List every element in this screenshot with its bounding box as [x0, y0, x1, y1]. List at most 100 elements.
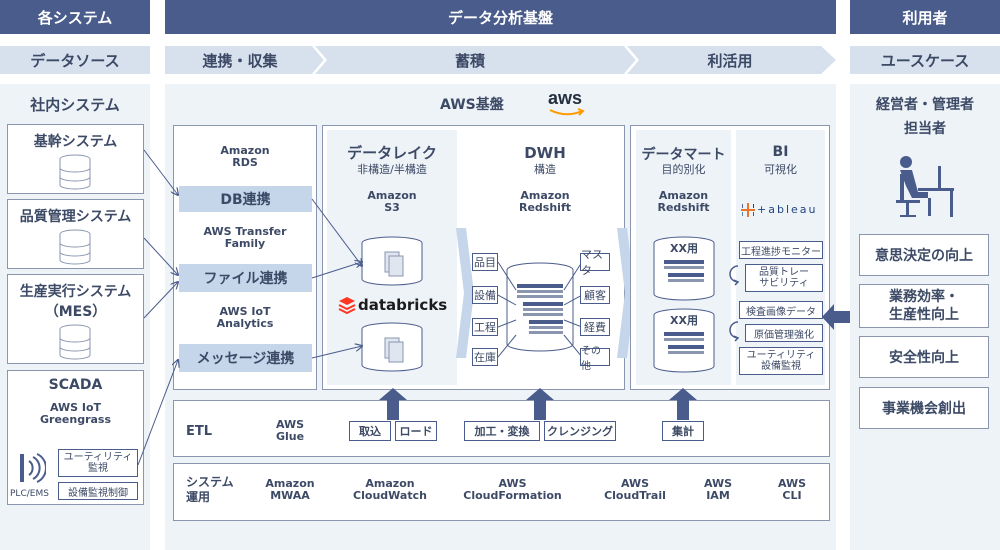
- usecase-efficiency: 業務効率・生産性向上: [859, 284, 989, 328]
- glue-label-2: Glue: [275, 430, 305, 443]
- usecase-decision: 意思決定の向上: [859, 234, 989, 276]
- scada-sub1: AWS IoT: [49, 401, 102, 414]
- etl-ingest-button: 取込: [349, 421, 391, 441]
- tag-equipment-control: 設備監視制御: [58, 482, 138, 500]
- database-icon: [59, 154, 91, 190]
- etl-cleansing-button: クレンジング: [544, 421, 616, 441]
- subheader-utilize: 利活用: [707, 51, 753, 70]
- s3-label-2: S3: [384, 201, 400, 214]
- subheader-usecase: ユースケース: [850, 46, 1000, 74]
- aws-title: AWS基盤: [440, 97, 504, 113]
- redshift-label-1: Amazon: [520, 189, 570, 202]
- database-icon: [59, 229, 91, 265]
- bi-loop-arrows: [729, 265, 740, 342]
- users-title-1: 経営者・管理者: [876, 97, 974, 113]
- transfer-label-2: Family: [224, 237, 266, 250]
- mart-redshift-1: Amazon: [658, 189, 709, 202]
- datalake-sub: 非構造/半構造: [357, 163, 427, 176]
- tag-master: マスタ: [580, 248, 610, 277]
- subheader-store: 蓄積: [454, 51, 485, 70]
- redshift-label-2: Redshift: [519, 201, 571, 214]
- plc-ems-label: PLC/EMS: [10, 489, 49, 499]
- message-link-box: メッセージ連携: [179, 344, 312, 372]
- mart-database-icon: [653, 308, 715, 373]
- tag-other: その他: [580, 346, 610, 372]
- person-at-desk-icon: [896, 156, 954, 217]
- bi-item-progress: 工程進捗モニター: [739, 241, 823, 259]
- mart-redshift-2: Redshift: [657, 201, 710, 214]
- subheader-datasource: データソース: [0, 46, 150, 74]
- usecase-business: 事業機会創出: [859, 387, 989, 429]
- bi-item-traceability: 品質トレーサビリティ: [745, 264, 823, 292]
- up-arrow-icon: [669, 388, 697, 420]
- ops-label-1: システム: [186, 475, 234, 489]
- iot-label-1: AWS IoT: [219, 305, 271, 318]
- etl-label: ETL: [186, 424, 213, 439]
- bi-item-inspection: 検査画像データ: [739, 301, 823, 319]
- header-users: 利用者: [850, 0, 1000, 34]
- dwh-link-lines: [498, 261, 582, 358]
- bi-sub: 可視化: [764, 163, 797, 176]
- s3-bucket-icon: [361, 236, 423, 286]
- bi-item-utility: ユーティリティ設備監視: [739, 347, 823, 375]
- tag-customer: 顧客: [580, 286, 610, 304]
- mart-database-icon: [653, 236, 715, 301]
- tableau-label: +ableau: [757, 203, 818, 216]
- rds-label-1: Amazon: [220, 144, 270, 157]
- internal-systems-title: 社内システム: [30, 96, 120, 114]
- databricks-label: databricks: [358, 296, 448, 314]
- process-arrow-bar: [165, 46, 836, 74]
- mart-title: データマート: [641, 147, 726, 163]
- bi-item-cost: 原価管理強化: [745, 324, 823, 342]
- mart-db2-label: XX用: [670, 314, 698, 327]
- ops-label-2: 運用: [186, 490, 211, 504]
- mart-sub: 目的別化: [661, 163, 706, 176]
- tableau-logo-icon: [741, 203, 755, 217]
- header-platform: データ分析基盤: [165, 0, 836, 34]
- wireless-sensor-icon: [20, 453, 46, 483]
- up-arrow-icon: [379, 388, 407, 420]
- dwh-database-icon: [506, 262, 574, 352]
- dwh-title: DWH: [524, 144, 566, 162]
- aws-smile-icon: [549, 108, 585, 116]
- iot-label-2: Analytics: [216, 317, 274, 330]
- etl-aggregate-button: 集計: [662, 421, 704, 441]
- tag-inventory: 在庫: [472, 348, 498, 366]
- glue-label-1: AWS: [275, 418, 305, 431]
- subheader-collect: 連携・収集: [202, 51, 278, 70]
- tag-expense: 経費: [580, 318, 610, 336]
- databricks-logo-icon: [338, 297, 356, 314]
- transfer-label-1: AWS Transfer: [203, 225, 287, 238]
- s3-bucket-icon: [361, 322, 423, 372]
- datalake-title: データレイク: [347, 144, 437, 162]
- tag-item: 品目: [472, 253, 498, 271]
- usecase-safety: 安全性向上: [859, 336, 989, 378]
- ops-box: [173, 463, 830, 521]
- flow-chevron-icon: [456, 228, 474, 358]
- mart-db1-label: XX用: [670, 242, 698, 255]
- up-arrow-icon: [526, 388, 554, 420]
- users-title-2: 担当者: [904, 121, 946, 137]
- bi-title: BI: [772, 144, 789, 160]
- tag-equipment: 設備: [472, 286, 498, 304]
- file-link-box: ファイル連携: [179, 264, 312, 292]
- header-systems: 各システム: [0, 0, 150, 34]
- output-arrow-icon: [822, 304, 852, 330]
- scada-title: SCADA: [48, 377, 103, 393]
- tag-utility-monitor: ユーティリティ監視: [58, 449, 138, 477]
- rds-label-2: RDS: [232, 156, 258, 169]
- db-link-box: DB連携: [179, 186, 312, 212]
- scada-sub2: Greengrass: [39, 413, 112, 426]
- aws-logo: aws: [548, 88, 583, 108]
- s3-label-1: Amazon: [367, 189, 417, 202]
- etl-load-button: ロード: [395, 421, 437, 441]
- database-icon: [59, 324, 91, 360]
- tag-process: 工程: [472, 318, 498, 336]
- etl-transform-button: 加工・変換: [464, 421, 540, 441]
